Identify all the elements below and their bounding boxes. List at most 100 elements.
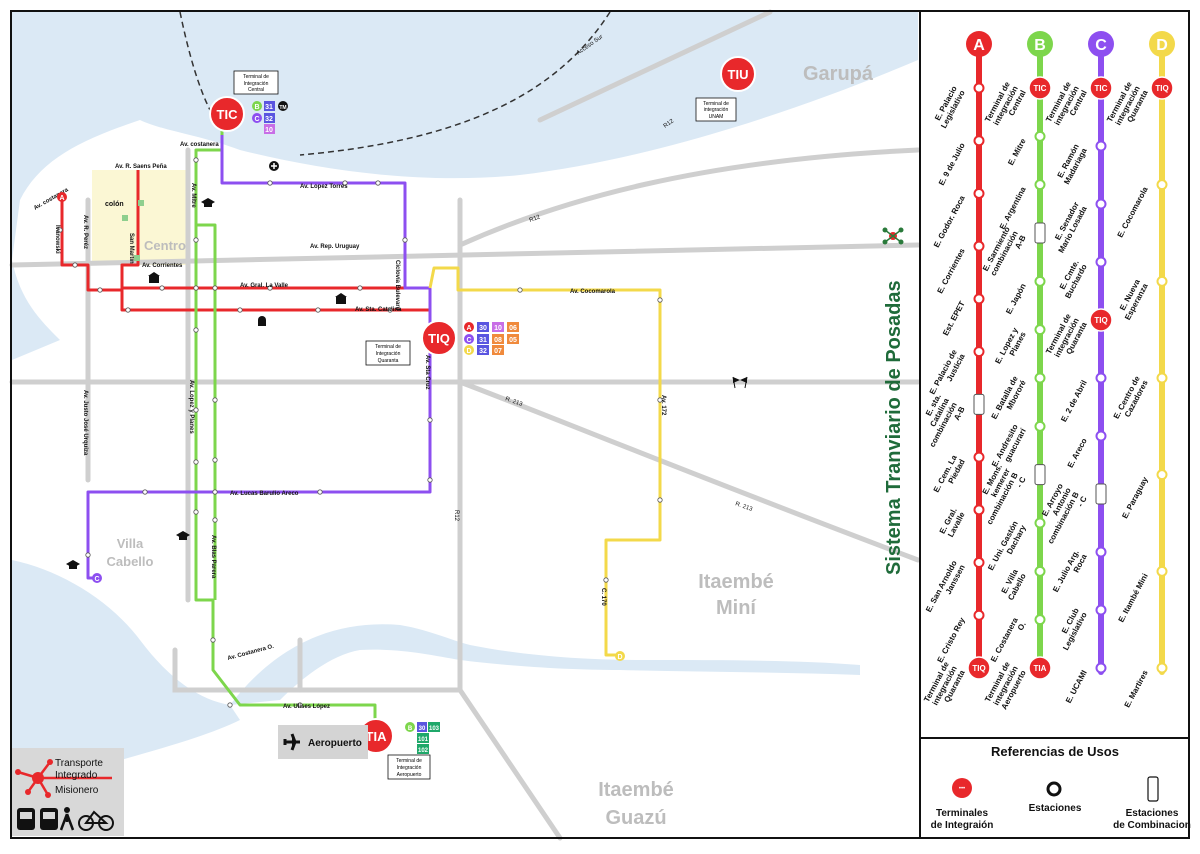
city-itaembe-guazu-1: Itaembé <box>598 779 674 801</box>
terminal-tic-label-2: Integración <box>244 81 269 87</box>
diagram-station-icon <box>973 240 985 252</box>
diagram-station-icon <box>973 187 985 199</box>
diagram-station-icon <box>1156 372 1168 384</box>
route-end-c: C <box>94 576 99 583</box>
street-172: Av. 172 <box>660 395 666 416</box>
diagram-terminal-icon <box>1089 308 1113 332</box>
map-station-icon <box>72 262 78 268</box>
map-station-icon <box>657 397 663 403</box>
map-station-icon <box>375 180 381 186</box>
terminal-tia-label-3: Aeropuerto <box>397 772 422 778</box>
map-station-icon <box>193 407 199 413</box>
pedestrian-icon <box>59 807 75 831</box>
street-sta-catalina: Av. Sta. Catalina <box>355 307 402 313</box>
map-station-icon <box>657 297 663 303</box>
centro-area <box>92 170 189 265</box>
terminal-icon: ••• <box>952 778 972 798</box>
terminal-tiu[interactable]: TIU Terminal de integración UNAM <box>695 56 756 122</box>
street-c170: C. 170 <box>600 588 606 606</box>
route-d <box>428 266 662 657</box>
reference-terminals-line-2: de Integraión <box>930 820 994 831</box>
badge-tia-line-b: B <box>408 726 413 732</box>
map-station-icon <box>212 457 218 463</box>
diagram-terminal-icon <box>1089 76 1113 100</box>
map-station-icon <box>317 489 323 495</box>
badges-tiq: A C D 30 10 06 31 08 05 32 07 <box>464 322 519 355</box>
map-station-icon <box>227 702 233 708</box>
map-station-icon <box>159 285 165 291</box>
terminal-tiq[interactable]: TIQ Terminal de Integración Quaranta <box>365 320 457 366</box>
park-marker <box>138 200 144 206</box>
svg-text:•••: ••• <box>959 786 965 792</box>
line-badge-c <box>1088 31 1114 57</box>
government-building-icon <box>148 272 160 283</box>
line-letter-d: D <box>1156 37 1168 54</box>
map-station-icon <box>193 509 199 515</box>
street-cabo-blvd: Ciclovía Bulevard <box>394 260 400 311</box>
map-stations <box>57 157 663 708</box>
map-station-icon <box>210 637 216 643</box>
badges-tic: B C 31 32 10 TM <box>252 101 288 134</box>
street-mitre: Av. Mitre <box>190 183 196 208</box>
city-villa-cabello-1: Villa <box>117 536 144 551</box>
road-r12-south: R12 <box>453 510 459 522</box>
badge-tic-line-b: B <box>254 104 259 111</box>
badge-tia-102: 102 <box>418 748 429 754</box>
map-station-icon <box>97 287 103 293</box>
road-r12-mid: R12 <box>529 214 542 224</box>
diagram-station-icon <box>1095 662 1107 674</box>
reference-combination-line-2: de Combinacion <box>1113 820 1191 831</box>
diagram-station-icon <box>1034 372 1046 384</box>
map-station-icon <box>657 497 663 503</box>
diagram-terminal-code: TIQ <box>1155 84 1168 93</box>
map-station-icon <box>142 489 148 495</box>
diagram-station-icon <box>1095 430 1107 442</box>
city-labels: Garupá Itaembé Miní Itaembé Guazú Villa … <box>107 63 874 829</box>
city-villa-cabello-2: Cabello <box>107 554 154 569</box>
terminal-tiq-label-1: Terminal de <box>375 344 401 350</box>
diagram-station-icon <box>1156 469 1168 481</box>
diagram-station-icon <box>1034 420 1046 432</box>
references-frame <box>919 737 1190 839</box>
diagram-frame <box>919 10 1190 739</box>
bicycle-icon <box>78 810 114 831</box>
diagram-station-icon <box>1034 517 1046 529</box>
terminal-tic-label-3: Central <box>248 87 264 93</box>
reference-terminals-line-1: Terminales <box>935 808 989 819</box>
badge-tiq-06: 06 <box>509 325 517 332</box>
terminal-tia-code: TIA <box>366 729 388 744</box>
line-letter-b: B <box>1034 37 1046 54</box>
street-sta-cruz: Av. Sta Cruz <box>424 355 430 390</box>
diagram-station-icon <box>1034 614 1046 626</box>
badge-tic-10: 10 <box>265 127 273 134</box>
reference-terminals: Terminales de Integraión <box>922 808 1002 832</box>
line-badge-d <box>1149 31 1175 57</box>
diagram-station-icon <box>1034 179 1046 191</box>
terminal-tiq-label-3: Quaranta <box>378 358 399 364</box>
system-title: Sistema Tranviario de Posadas <box>883 280 905 575</box>
map-station-icon <box>357 285 363 291</box>
route-b <box>194 120 377 732</box>
diagram-station-icon <box>1156 565 1168 577</box>
map-station-icon <box>387 307 393 313</box>
logo-text-2: Integrado <box>55 770 98 781</box>
diagram-station-icon <box>1095 604 1107 616</box>
map-station-icon <box>603 577 609 583</box>
terminal-tiu-label-3: UNAM <box>709 114 724 120</box>
street-saens-pena: Av. R. Saens Peña <box>115 164 167 170</box>
diagram-station-icon <box>1034 275 1046 287</box>
badges-tia: B 30 103 101 102 <box>405 722 440 754</box>
street-costanera: Av. costanera <box>180 142 219 148</box>
hospital-icon <box>269 161 279 171</box>
diagram-station-icon <box>1156 179 1168 191</box>
terminal-tic[interactable]: TIC Terminal de Integración Central <box>209 70 279 132</box>
bus-icon <box>40 808 58 830</box>
badge-tiq-line-d: D <box>466 348 471 355</box>
logo-text-3: Misionero <box>55 785 99 796</box>
terminal-tic-code: TIC <box>217 107 239 122</box>
line-letter-c: C <box>1095 37 1107 54</box>
street-r-perez: Av. R. Peréz <box>82 215 88 249</box>
street-corrientes: Av. Corrientes <box>142 263 183 269</box>
city-itaembe-mini-1: Itaembé <box>698 571 774 593</box>
